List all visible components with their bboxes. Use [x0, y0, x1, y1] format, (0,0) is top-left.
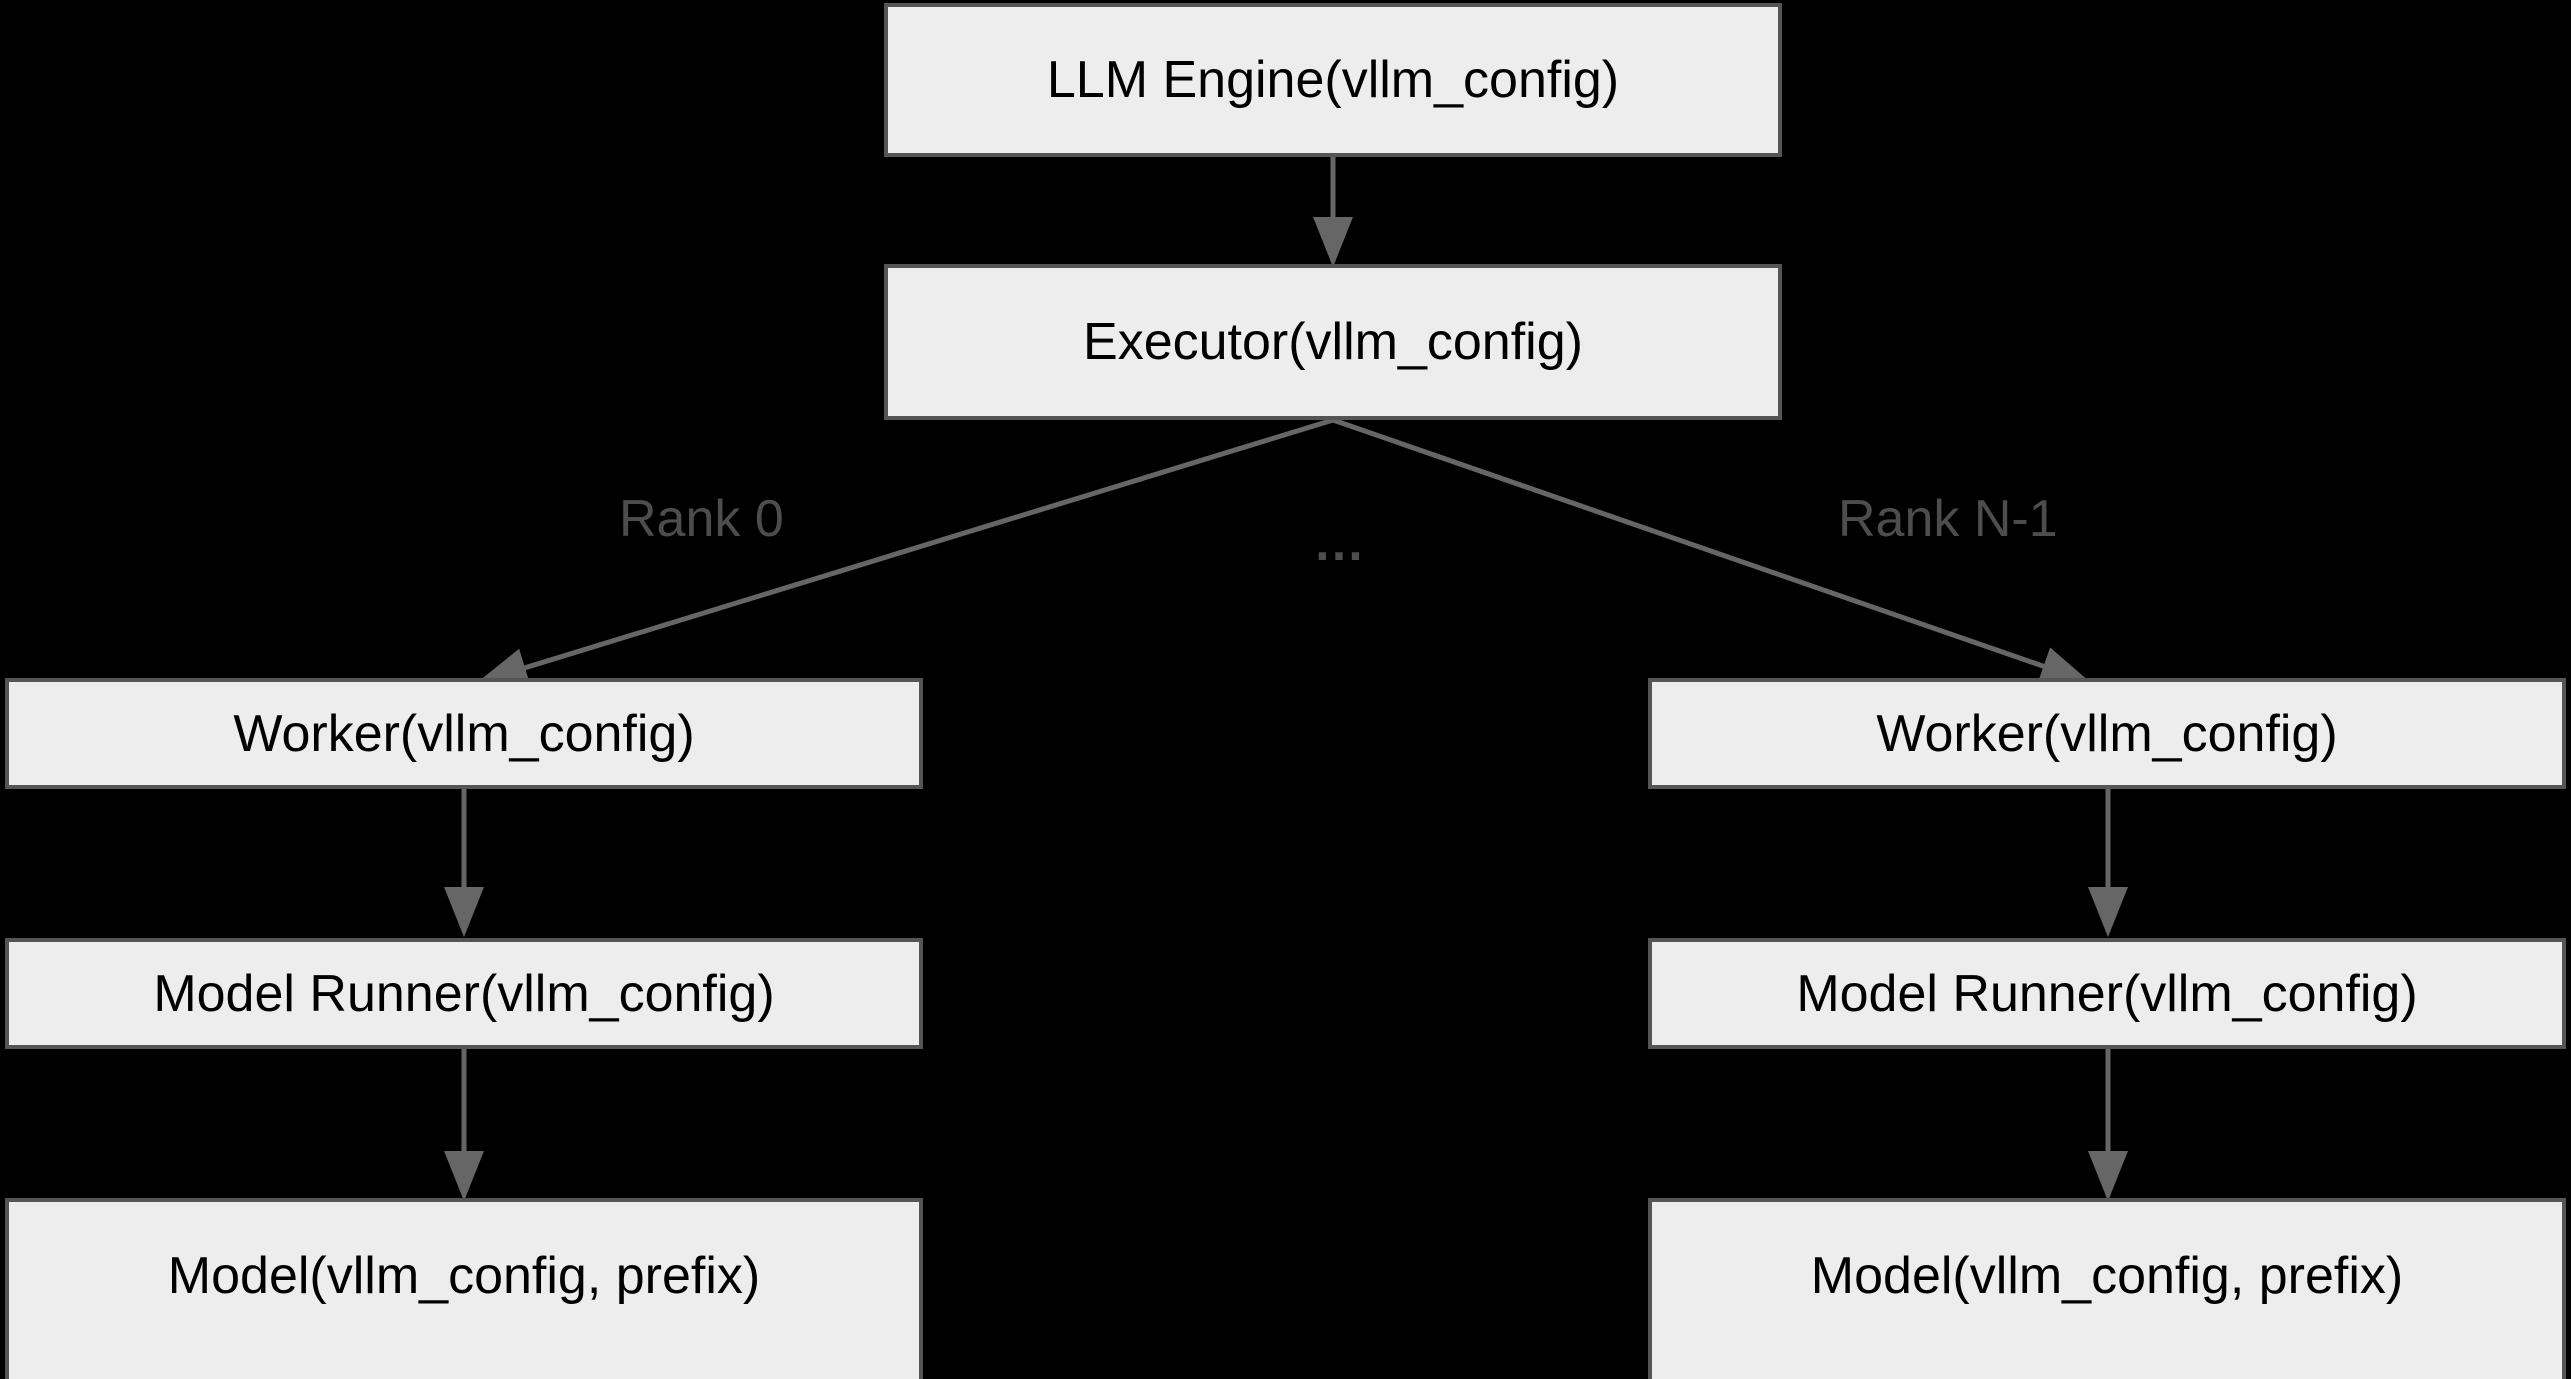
node-worker-rankn-label: Worker(vllm_config) [1876, 704, 2338, 763]
edge-executor-to-worker-rank0 [477, 417, 1334, 687]
edge-label-rank-n-minus-1: Rank N-1 [1838, 490, 2058, 548]
node-model-runner-rank0-label: Model Runner(vllm_config) [153, 964, 775, 1023]
edge-executor-to-worker-rankn [1332, 417, 2091, 686]
node-worker-rank0-label: Worker(vllm_config) [233, 704, 695, 763]
node-model-runner-rankn-label: Model Runner(vllm_config) [1796, 964, 2418, 1023]
node-worker-rankn[interactable]: Worker(vllm_config) [1648, 678, 2566, 789]
node-executor[interactable]: Executor(vllm_config) [884, 264, 1782, 420]
edge-label-rank-middle: … [1313, 514, 1365, 572]
node-executor-label: Executor(vllm_config) [1083, 313, 1583, 371]
node-llm-engine[interactable]: LLM Engine(vllm_config) [884, 3, 1782, 157]
node-model-runner-rankn[interactable]: Model Runner(vllm_config) [1648, 938, 2566, 1049]
node-model-rankn-label: Model(vllm_config, prefix) [1810, 1247, 2404, 1305]
node-worker-rank0[interactable]: Worker(vllm_config) [5, 678, 923, 789]
node-llm-engine-label: LLM Engine(vllm_config) [1046, 51, 1620, 109]
node-model-rankn[interactable]: Model(vllm_config, prefix) [1648, 1198, 2566, 1379]
node-model-runner-rank0[interactable]: Model Runner(vllm_config) [5, 938, 923, 1049]
node-model-rank0[interactable]: Model(vllm_config, prefix) [5, 1198, 923, 1379]
node-model-rank0-label: Model(vllm_config, prefix) [167, 1247, 761, 1305]
edge-label-rank-0: Rank 0 [619, 490, 784, 548]
